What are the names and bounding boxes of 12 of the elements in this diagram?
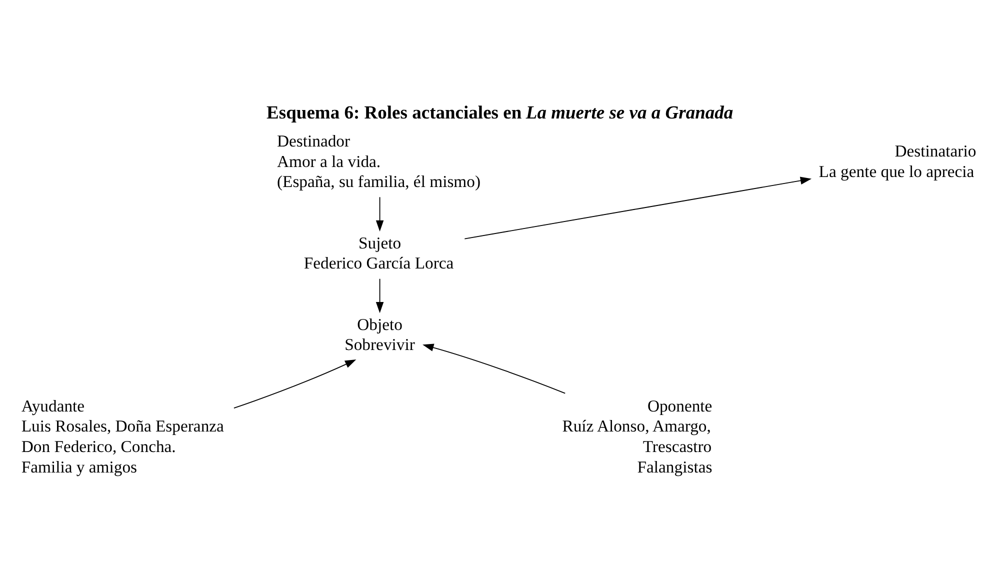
node-text: Destinatario La gente que lo aprecia	[818, 142, 976, 182]
arrow	[422, 344, 566, 394]
node-text: Objeto Sobrevivir	[344, 314, 415, 354]
arrow	[376, 196, 384, 232]
node-text: Sujeto Federico García Lorca	[304, 233, 454, 273]
node-text: Oponente Ruíz Alonso, Amargo, Trescastro Falangistas	[562, 396, 712, 476]
arrow	[464, 176, 812, 240]
arrow	[234, 360, 356, 409]
node-text: Destinador Amor a la vida. (España, su familia, él mismo)	[276, 131, 481, 192]
diagram-title: Esquema 6: Roles actanciales en La muerte se va a Granada	[266, 102, 734, 124]
arrow	[376, 278, 384, 314]
node-text: Ayudante Luis Rosales, Doña Esperanza Don Federico, Concha. Familia y amigos	[21, 396, 224, 476]
